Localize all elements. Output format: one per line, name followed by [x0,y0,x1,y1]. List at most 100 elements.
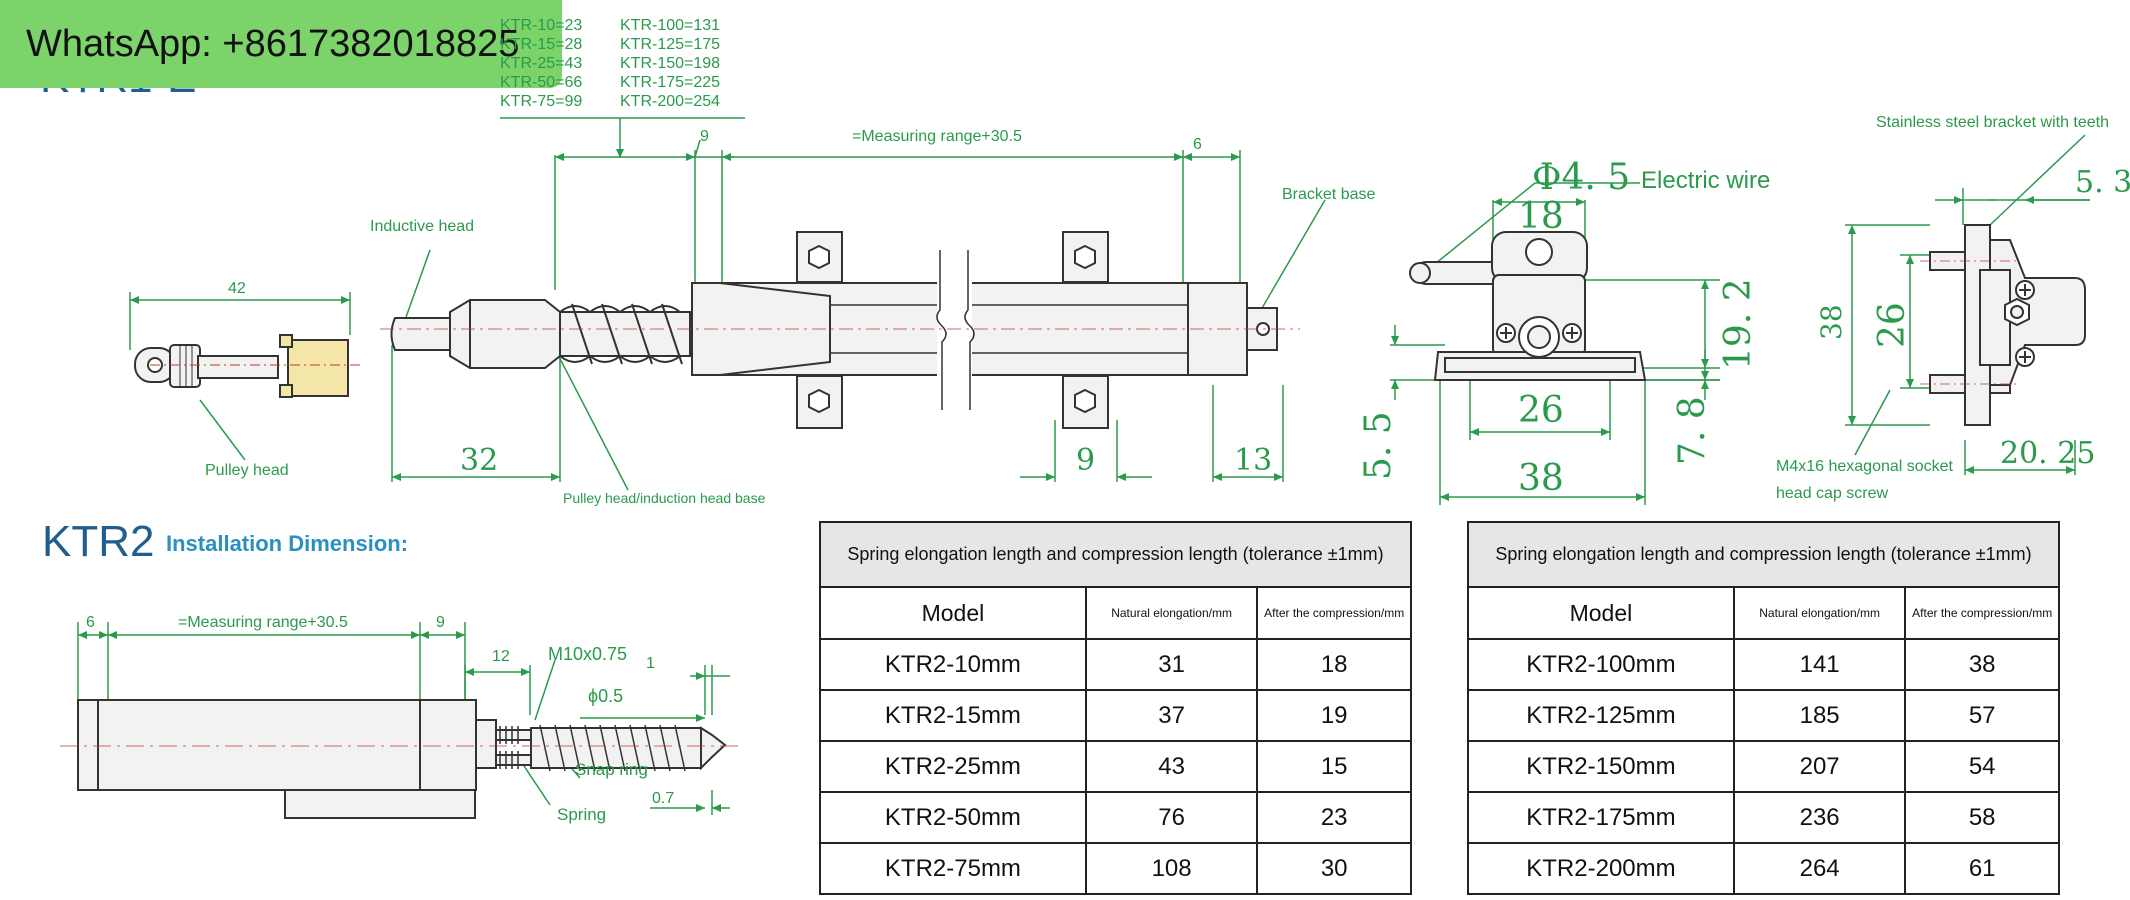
cell-compressed: 57 [1904,689,2060,742]
screw-label-line1: M4x16 hexagonal socket [1776,458,1953,475]
table-header-row: Model Natural elongation/mm After the co… [1467,586,2060,640]
size-list-right: KTR-100=131 KTR-125=175 KTR-150=198 KTR-… [620,16,720,111]
pulley-head-label: Pulley head [205,462,289,479]
size-item: KTR-50=66 [500,74,583,91]
size-item: KTR-25=43 [500,55,583,72]
watermark-banner: WhatsApp: +8617382018825 [0,0,562,88]
cell-natural: 141 [1732,638,1907,691]
cell-model: KTR2-100mm [1467,638,1735,691]
cell-model: KTR2-15mm [819,689,1087,742]
cell-compressed: 30 [1256,842,1412,895]
cell-natural: 108 [1084,842,1259,895]
table-row: KTR2-75mm 108 30 [819,842,1412,895]
cell-compressed: 15 [1256,740,1412,793]
cell-natural: 236 [1732,791,1907,844]
table-caption-row: Spring elongation length and compression… [819,521,1412,588]
table-row: KTR2-200mm 264 61 [1467,842,2060,895]
dim-26-end: 26 [1518,390,1564,431]
electric-wire-label: Electric wire [1641,167,1771,194]
table-row: KTR2-15mm 37 19 [819,689,1412,742]
bracket-base-label: Bracket base [1282,186,1376,203]
cell-model: KTR2-50mm [819,791,1087,844]
header-natural-elongation: Natural elongation/mm [1732,586,1907,640]
ktr2-dim-1: 1 [646,655,655,672]
cell-compressed: 38 [1904,638,2060,691]
ktr2-dim-6: 6 [86,614,95,631]
table-row: KTR2-175mm 236 58 [1467,791,2060,844]
cell-compressed: 23 [1256,791,1412,844]
size-item: KTR-125=175 [620,36,721,53]
cell-model: KTR2-125mm [1467,689,1735,742]
dim-9-top: 9 [700,128,709,145]
size-item: KTR-75=99 [500,93,583,110]
size-item: KTR-15=28 [500,36,583,53]
table-caption-row: Spring elongation length and compression… [1467,521,2060,588]
size-item: KTR-100=131 [620,17,721,34]
cell-compressed: 61 [1904,842,2060,895]
dim-5-5: 5. 5 [1358,411,1399,480]
ktr2-phi-0-5: ϕ0.5 [588,686,624,706]
dim-6-top: 6 [1193,136,1202,153]
spring-table-right: Spring elongation length and compression… [1467,521,2060,895]
table-row: KTR2-50mm 76 23 [819,791,1412,844]
dim-9-bottom: 9 [1076,443,1096,478]
spring-table-left: Spring elongation length and compression… [819,521,1412,895]
cell-natural: 43 [1084,740,1259,793]
phi-4-5-label: Φ4. 5 [1532,157,1631,198]
table-row: KTR2-25mm 43 15 [819,740,1412,793]
dim-38-end: 38 [1518,458,1564,499]
cell-natural: 207 [1732,740,1907,793]
table-row: KTR2-125mm 185 57 [1467,689,2060,742]
table-caption: Spring elongation length and compression… [819,521,1412,588]
ktr2-dim-0-7: 0.7 [652,790,675,807]
size-list-left: KTR-10=23 KTR-15=28 KTR-25=43 KTR-50=66 … [500,16,582,111]
ktr2-measuring-range-label: =Measuring range+30.5 [178,614,348,631]
cell-natural: 185 [1732,689,1907,742]
ktr2-spring-label: Spring [557,805,607,824]
size-item: KTR-150=198 [620,55,721,72]
header-natural-elongation: Natural elongation/mm [1084,586,1259,640]
dim-19-2: 19. 2 [1718,278,1759,370]
ktr2-thread-label: M10x0.75 [548,644,628,664]
cell-model: KTR2-150mm [1467,740,1735,793]
dim-7-8: 7. 8 [1672,396,1713,465]
size-item: KTR-10=23 [500,17,583,34]
cell-model: KTR2-200mm [1467,842,1735,895]
table-header-row: Model Natural elongation/mm After the co… [819,586,1412,640]
table-row: KTR2-10mm 31 18 [819,638,1412,691]
cell-natural: 76 [1084,791,1259,844]
cell-natural: 31 [1084,638,1259,691]
cell-model: KTR2-175mm [1467,791,1735,844]
cell-compressed: 54 [1904,740,2060,793]
pulley-head-detail [129,292,360,461]
installation-dimension-title: Installation Dimension: [166,531,409,556]
cell-natural: 37 [1084,689,1259,742]
stainless-bracket-label: Stainless steel bracket with teeth [1876,114,2110,131]
cell-model: KTR2-25mm [819,740,1087,793]
dim-42: 42 [228,280,246,297]
dim-18: 18 [1518,196,1564,237]
dim-32: 32 [460,443,499,478]
pulley-base-label: Pulley head/induction head base [563,490,766,506]
cell-natural: 264 [1732,842,1907,895]
size-list-lines [500,117,745,158]
ktr2-snap-ring-label: Snap ring [575,760,648,779]
ktr2-title: KTR2 [42,517,155,566]
table-row: KTR2-100mm 141 38 [1467,638,2060,691]
inductive-head-label: Inductive head [370,218,475,235]
dim-20-25: 20. 25 [2000,436,2096,471]
dim-38-side: 38 [1815,304,1848,340]
side-view-drawing [1845,134,2090,475]
size-item: KTR-200=254 [620,93,721,110]
screw-label-line2: head cap screw [1776,485,1889,502]
top-main-sensor [380,139,1326,491]
cell-model: KTR2-10mm [819,638,1087,691]
size-item: KTR-175=225 [620,74,721,91]
header-model: Model [819,586,1087,640]
table-row: KTR2-150mm 207 54 [1467,740,2060,793]
header-model: Model [1467,586,1735,640]
cell-compressed: 19 [1256,689,1412,742]
measuring-range-label: =Measuring range+30.5 [852,128,1022,145]
